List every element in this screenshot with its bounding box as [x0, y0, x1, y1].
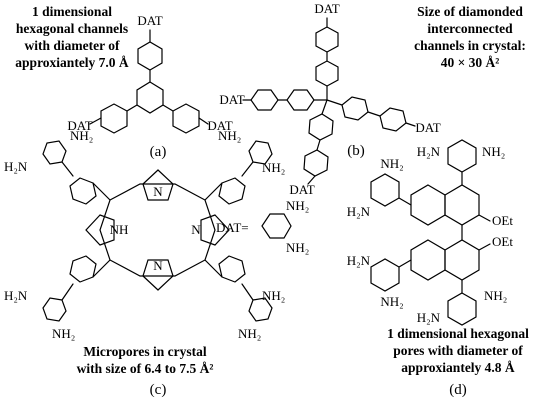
structure-b: DAT DAT DAT DAT (b): [219, 1, 440, 197]
h2n-label-d-ll: H₂N: [347, 253, 371, 268]
dat-label-b-top: DAT: [314, 1, 339, 16]
caption-a-line-3: with diameter of: [25, 38, 120, 53]
caption-d-line-2: pores with diameter of: [393, 343, 523, 358]
nh2-label-d-lu-1: NH₂: [380, 156, 403, 171]
nh-label-c-left: NH: [110, 222, 129, 237]
nh2-label-c-tr-2: NH₂: [262, 160, 285, 175]
oet-label-d-top: OEt: [492, 213, 513, 228]
part-label-d: (d): [449, 382, 467, 398]
h2n-label-c-tl: H₂N: [4, 159, 28, 174]
nh2-label-c-bl: NH₂: [52, 326, 75, 341]
caption-d-line-1: 1 dimensional hexagonal: [387, 326, 529, 341]
nh2-label-d-bottom: NH₂: [484, 288, 507, 303]
dat-label-b-bottom: DAT: [289, 182, 314, 197]
dat-label-a-right: DAT: [207, 118, 232, 133]
caption-d-line-3: approxiantely 4.8 Å: [401, 360, 515, 375]
caption-a-line-2: hexagonal channels: [16, 21, 128, 36]
part-label-b: (b): [347, 143, 365, 159]
dat-label-a-left: DAT: [67, 118, 92, 133]
part-label-a: (a): [150, 144, 167, 160]
n-label-c-bottom: N: [153, 258, 163, 273]
caption-b-line-3: channels in crystal:: [414, 38, 526, 53]
dat-label-a-top: DAT: [137, 13, 162, 28]
caption-b-line-4: 40 × 30 Å²: [441, 55, 500, 70]
h2n-label-d-lu: H₂N: [347, 204, 371, 219]
h2n-label-c-bl: H₂N: [4, 288, 28, 303]
dat-label-b-left: DAT: [219, 92, 244, 107]
structure-c: N N NH N NH₂ H₂N NH₂ NH₂ H₂N NH₂ NH₂ NH₂…: [4, 128, 309, 398]
caption-b: Size of diamonded interconnected channel…: [414, 4, 526, 70]
nh2-label-c-br-1: NH₂: [262, 288, 285, 303]
caption-c-line-2: with size of 6.4 to 7.5 Å²: [77, 361, 214, 376]
caption-c-line-1: Micropores in crystal: [83, 344, 206, 359]
caption-a-line-1: 1 dimensional: [32, 4, 112, 19]
nh2-label-c-br-2: NH₂: [238, 326, 261, 341]
structure-a: DAT DAT DAT (a): [67, 13, 232, 160]
part-label-c: (c): [150, 382, 167, 398]
caption-a-line-4: approxiantely 7.0 Å: [15, 55, 129, 70]
nh2-label-d-top: NH₂: [482, 144, 505, 159]
nh2-label-d-ll: NH₂: [380, 294, 403, 309]
caption-b-line-2: interconnected: [427, 21, 513, 36]
nh2-label-c-tr-1: NH₂: [218, 128, 241, 143]
n-label-c-top: N: [153, 184, 163, 199]
structure-d: OEt OEt H₂N NH₂ NH₂ H₂N H₂N NH₂ H₂N NH₂ …: [347, 139, 529, 398]
nh2-label-dat-def-2: NH₂: [286, 240, 309, 255]
h2n-label-d-bottom: H₂N: [417, 310, 441, 325]
caption-a: 1 dimensional hexagonal channels with di…: [15, 4, 129, 70]
nh2-label-dat-def-1: NH₂: [286, 198, 309, 213]
h2n-label-d-top: H₂N: [417, 144, 441, 159]
nh2-label-c-tl-1: NH₂: [70, 128, 93, 143]
dat-label-b-right: DAT: [415, 120, 440, 135]
caption-b-line-1: Size of diamonded: [417, 4, 523, 19]
dat-definition-label: DAT=: [216, 220, 249, 235]
oet-label-d-bottom: OEt: [492, 234, 513, 249]
n-label-c-right: N: [191, 222, 201, 237]
